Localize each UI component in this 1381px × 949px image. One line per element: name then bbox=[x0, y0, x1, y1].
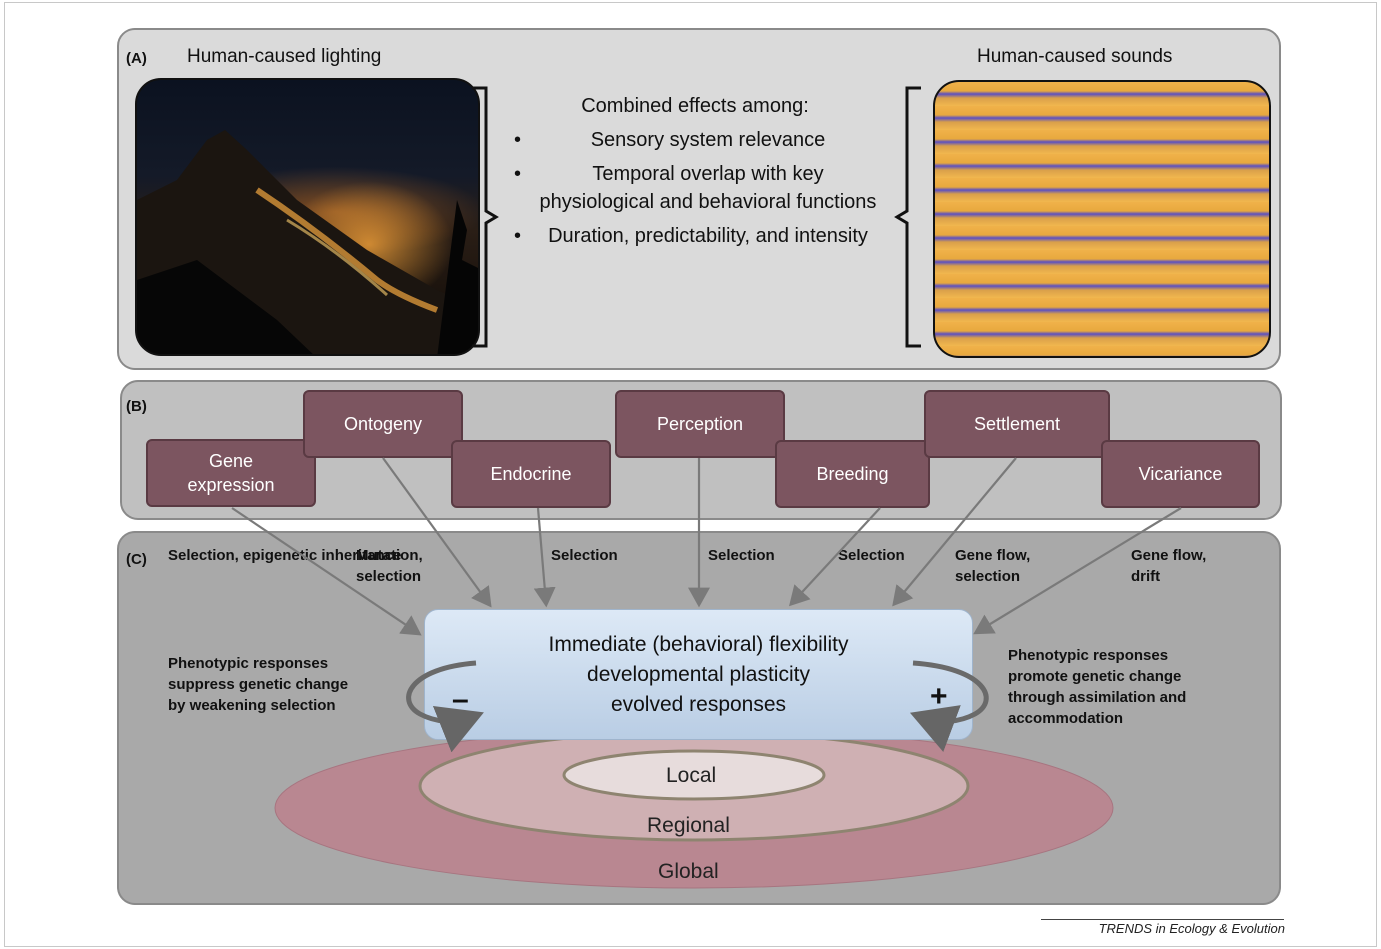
box-vicariance: Vicariance bbox=[1101, 440, 1260, 508]
right-bracket bbox=[894, 86, 921, 348]
box-gene-expression: Gene expression bbox=[146, 439, 316, 507]
box-settlement: Settlement bbox=[924, 390, 1110, 458]
credit-rule bbox=[1041, 919, 1284, 920]
scale-regional: Regional bbox=[647, 814, 730, 837]
bullet-3: Duration, predictability, and intensity bbox=[510, 222, 880, 250]
combined-effects-heading: Combined effects among: bbox=[581, 95, 809, 117]
bullet-2: Temporal overlap with key physiological … bbox=[510, 160, 880, 216]
box-ontogeny: Ontogeny bbox=[303, 390, 463, 458]
spectrogram-image bbox=[933, 80, 1271, 358]
label-vicariance-arrow: Gene flow, drift bbox=[1131, 547, 1207, 585]
combined-effects-text: Combined effects among: Sensory system r… bbox=[510, 92, 880, 256]
label-settlement-arrow: Gene flow, selection bbox=[955, 547, 1031, 585]
scale-local: Local bbox=[666, 764, 717, 787]
left-bracket bbox=[472, 86, 499, 348]
minus-sign: – bbox=[452, 683, 469, 716]
figure-frame bbox=[4, 2, 1377, 947]
plus-sign: + bbox=[930, 680, 948, 713]
left-note: Phenotypic responses suppress genetic ch… bbox=[168, 655, 349, 714]
right-note: Phenotypic responses promote genetic cha… bbox=[1008, 647, 1187, 727]
panel-b-label: (B) bbox=[126, 398, 147, 415]
bullet-1: Sensory system relevance bbox=[510, 126, 880, 154]
left-title: Human-caused lighting bbox=[187, 46, 382, 67]
night-lighting-photo bbox=[135, 78, 480, 356]
right-title: Human-caused sounds bbox=[977, 46, 1173, 67]
label-perception-arrow: Selection bbox=[708, 547, 775, 564]
label-breeding-arrow: Selection bbox=[838, 547, 905, 564]
journal-credit: TRENDS in Ecology & Evolution bbox=[1098, 921, 1285, 936]
central-line-3: evolved responses bbox=[610, 692, 787, 716]
panel-a-label: (A) bbox=[126, 50, 147, 67]
box-gene-expression-label: Gene expression bbox=[187, 451, 275, 495]
box-perception: Perception bbox=[615, 390, 785, 458]
ellipse-local bbox=[562, 749, 826, 801]
panel-c-label: (C) bbox=[126, 551, 147, 568]
central-line-2: developmental plasticity bbox=[587, 662, 810, 686]
label-endocrine-arrow: Selection bbox=[551, 547, 618, 564]
central-line-1: Immediate (behavioral) flexibility bbox=[548, 632, 849, 656]
label-ontogeny-arrow: Mutation, selection bbox=[356, 547, 423, 585]
scale-global: Global bbox=[658, 860, 719, 883]
central-response-box: Immediate (behavioral) flexibility devel… bbox=[424, 609, 973, 740]
